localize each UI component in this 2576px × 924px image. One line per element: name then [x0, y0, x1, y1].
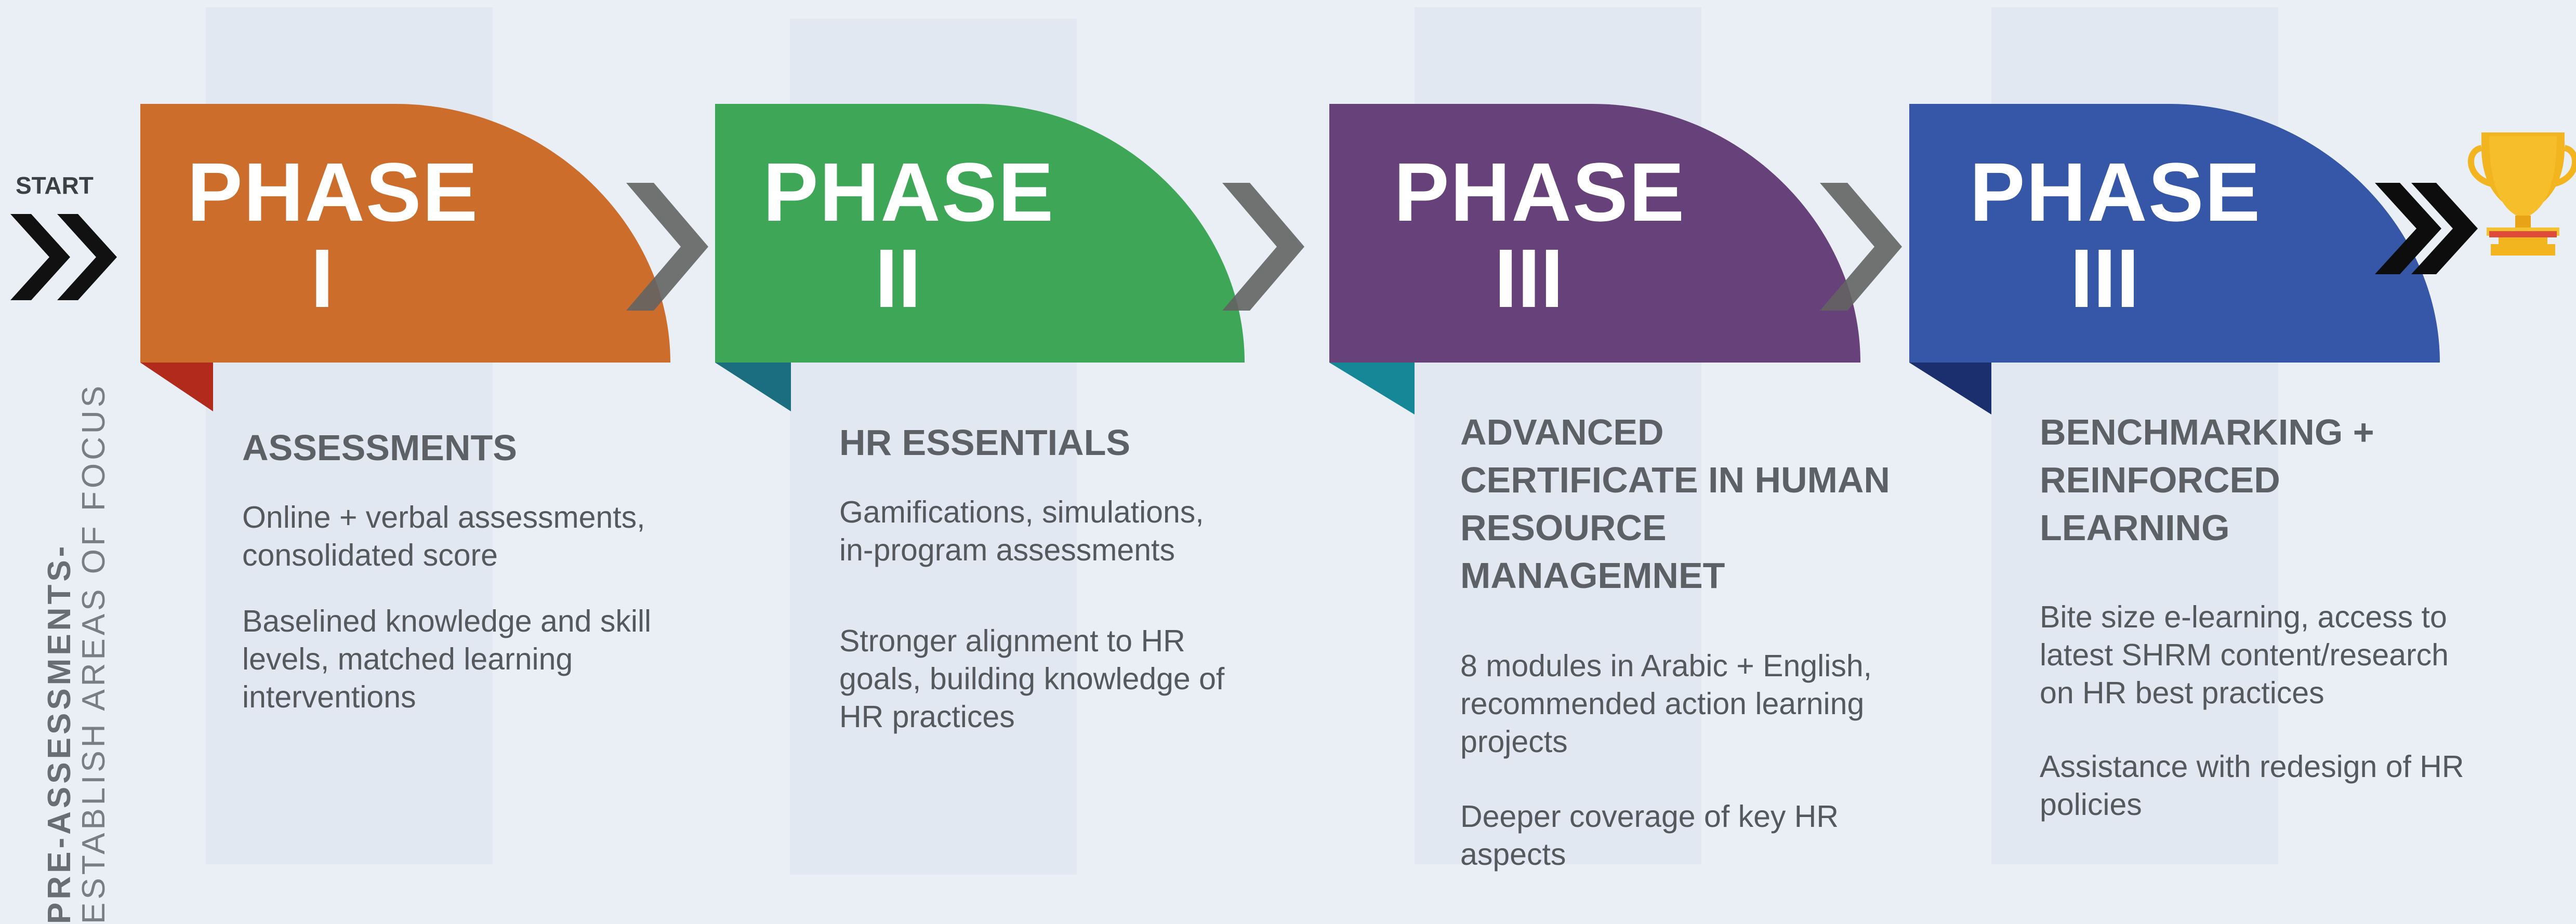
phase-2-paragraph-2: Stronger alignment to HR goals, building…	[839, 622, 1286, 736]
heading-line: ADVANCED	[1460, 412, 1664, 452]
text-line: Baselined knowledge and skill	[242, 604, 652, 638]
phase-2-numeral: II	[875, 232, 921, 325]
text-line: Online + verbal assessments,	[242, 500, 645, 534]
chevron-right-icon	[1222, 183, 1304, 311]
double-chevron-right-icon	[2375, 183, 2478, 274]
text-line: on HR best practices	[2040, 676, 2324, 710]
phase-3-word: PHASE	[1394, 145, 1686, 238]
heading-line: BENCHMARKING +	[2040, 412, 2374, 452]
text-line: consolidated score	[242, 538, 498, 572]
chevron-right-icon	[626, 183, 708, 311]
phase-1-fold	[140, 363, 213, 411]
text-line: levels, matched learning	[242, 642, 573, 676]
phase-2-heading: HR ESSENTIALS	[839, 419, 1338, 466]
text-line: aspects	[1460, 837, 1566, 872]
phase-4-heading: BENCHMARKING + REINFORCED LEARNING	[2040, 408, 2539, 552]
phase-4-title: PHASE III	[1970, 145, 2262, 325]
text-line: recommended action learning	[1460, 687, 1865, 721]
start-label: START	[16, 172, 94, 199]
text-line: 8 modules in Arabic + English,	[1460, 649, 1872, 683]
phase-2-title: PHASE II	[763, 145, 1055, 325]
text-line: Deeper coverage of key HR	[1460, 799, 1839, 834]
phase-4-numeral: III	[2070, 232, 2139, 325]
heading-line: RESOURCE	[1460, 507, 1667, 548]
phase-4-word: PHASE	[1970, 145, 2262, 238]
heading-line: ASSESSMENTS	[242, 427, 517, 468]
phase-2-fold	[715, 363, 791, 411]
phase-3-paragraph-2: Deeper coverage of key HR aspects	[1460, 798, 1907, 874]
trophy-icon	[2467, 132, 2576, 256]
heading-line: CERTIFICATE IN HUMAN	[1460, 460, 1890, 500]
phase-3-paragraph-1: 8 modules in Arabic + English, recommend…	[1460, 647, 1907, 761]
heading-line: MANAGEMNET	[1460, 555, 1725, 596]
phase-1-heading: ASSESSMENTS	[242, 424, 741, 472]
phase-1-word: PHASE	[187, 145, 479, 238]
phase-4-fold	[1909, 363, 1991, 414]
text-line: goals, building knowledge of	[839, 662, 1225, 696]
heading-line: HR ESSENTIALS	[839, 422, 1131, 463]
phase-1-numeral: I	[310, 232, 334, 325]
text-line: interventions	[242, 680, 416, 714]
text-line: Assistance with redesign of HR	[2040, 749, 2464, 784]
text-line: Bite size e-learning, access to	[2040, 600, 2447, 634]
phase-3-fold	[1329, 363, 1415, 414]
phase-4-paragraph-2: Assistance with redesign of HR policies	[2040, 748, 2487, 824]
text-line: Gamifications, simulations,	[839, 495, 1204, 529]
phase-3-heading: ADVANCED CERTIFICATE IN HUMAN RESOURCE M…	[1460, 408, 1959, 599]
phase-3-title: PHASE III	[1394, 145, 1686, 325]
phase-1-paragraph-1: Online + verbal assessments, consolidate…	[242, 499, 689, 574]
phase-2-shape	[715, 104, 1245, 363]
text-line: HR practices	[839, 700, 1015, 734]
heading-line: LEARNING	[2040, 507, 2230, 548]
heading-line: REINFORCED	[2040, 460, 2280, 500]
phase-4-shape	[1909, 104, 2440, 363]
phase-2-word: PHASE	[763, 145, 1055, 238]
double-chevron-right-icon	[10, 214, 117, 300]
text-line: Stronger alignment to HR	[839, 624, 1185, 658]
text-line: in-program assessments	[839, 533, 1175, 567]
phase-3-shape	[1329, 104, 1860, 363]
phase-4-paragraph-1: Bite size e-learning, access to latest S…	[2040, 598, 2487, 712]
phase-3-numeral: III	[1494, 232, 1564, 325]
phase-1-title: PHASE I	[187, 145, 479, 325]
phase-2-paragraph-1: Gamifications, simulations, in-program a…	[839, 493, 1286, 569]
text-line: latest SHRM content/research	[2040, 638, 2449, 672]
chevron-right-icon	[1820, 183, 1902, 311]
text-line: projects	[1460, 725, 1568, 759]
phase-1-shape	[140, 104, 670, 363]
phase-1-paragraph-2: Baselined knowledge and skill levels, ma…	[242, 602, 689, 716]
text-line: policies	[2040, 787, 2142, 822]
